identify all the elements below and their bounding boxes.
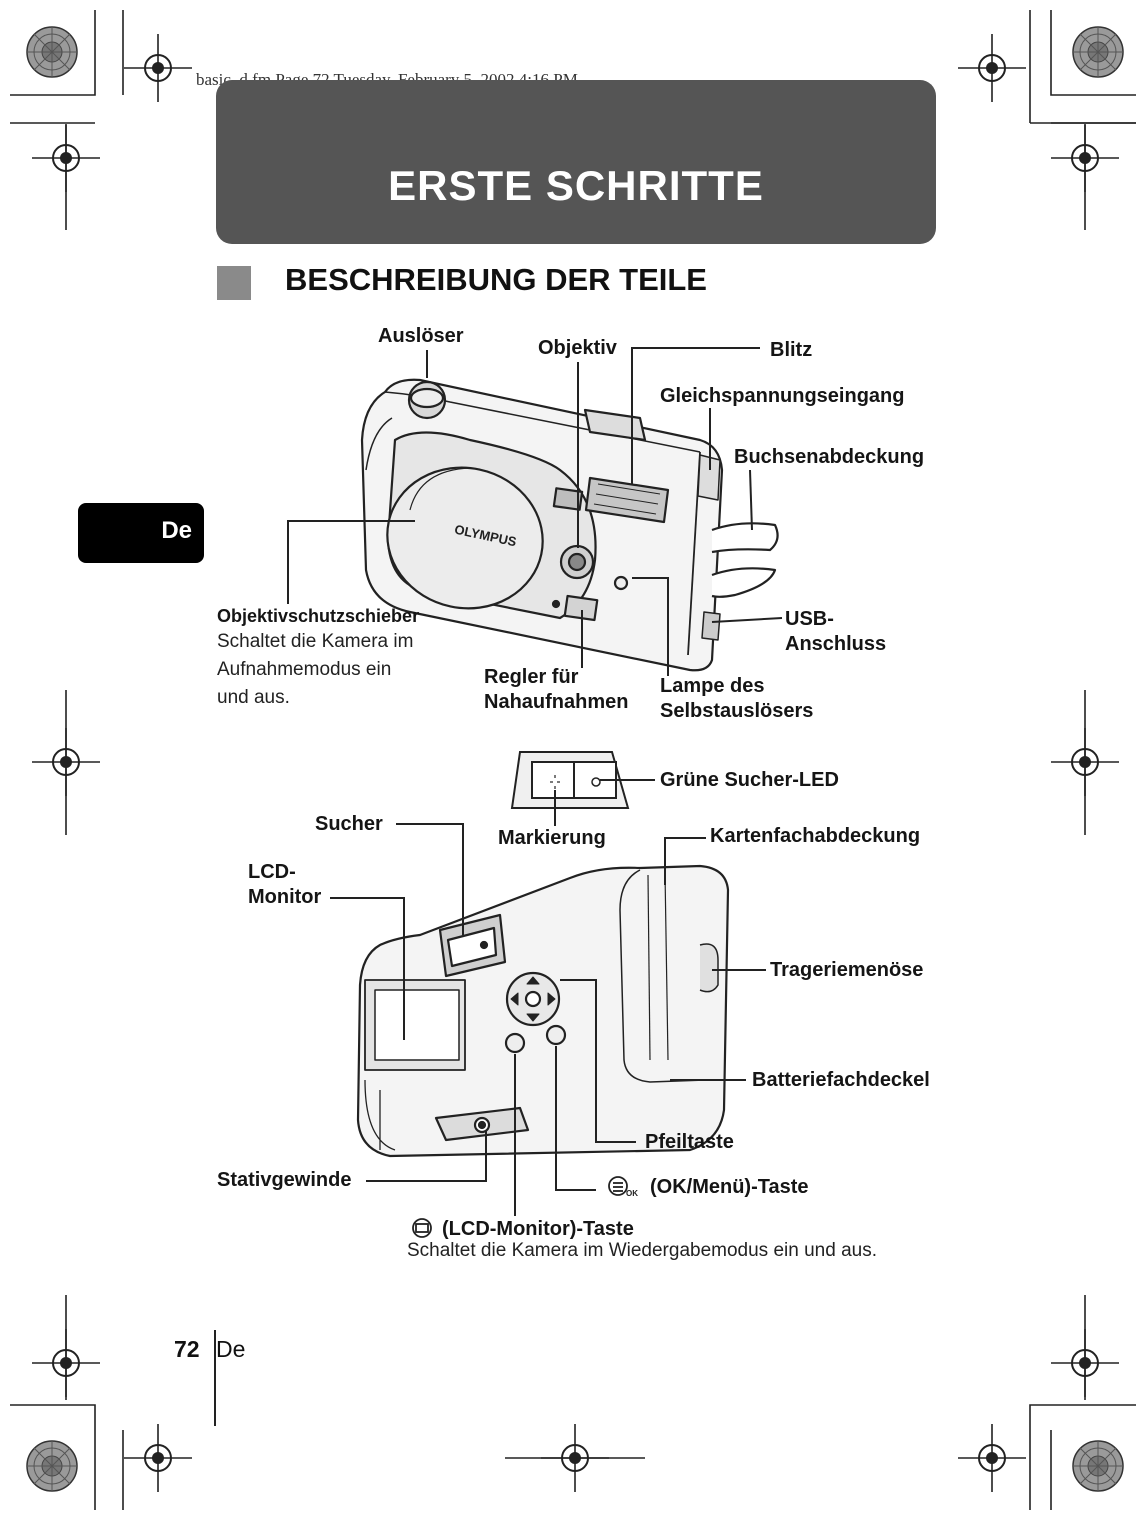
page-number: 72	[174, 1336, 200, 1362]
chapter-banner: ERSTE SCHRITTE	[216, 80, 936, 244]
section-marker	[217, 266, 251, 300]
label-strap-eyelet: Trageriemenöse	[770, 959, 924, 981]
color-target-icon	[26, 1440, 78, 1492]
front-callouts	[287, 347, 783, 676]
viewfinder-inset	[510, 751, 655, 826]
label-usb-1: USB-	[785, 608, 834, 630]
svg-text:OK: OK	[626, 1189, 638, 1198]
label-macro-2: Nahaufnahmen	[484, 691, 629, 713]
label-connector-cover: Buchsenabdeckung	[734, 446, 925, 468]
section-title: BESCHREIBUNG DER TEILE	[285, 262, 707, 297]
label-lcd-2: Monitor	[248, 886, 322, 908]
camera-front-drawing	[360, 378, 779, 672]
registration-mark-icon	[123, 33, 193, 103]
chapter-title: ERSTE SCHRITTE	[388, 162, 764, 209]
label-lcd-button: (LCD-Monitor)-Taste	[442, 1218, 634, 1240]
lens-barrier-desc-2: Aufnahmemodus ein	[217, 659, 392, 680]
label-ok-button: (OK/Menü)-Taste	[650, 1176, 809, 1198]
crop-marks	[10, 10, 1136, 1510]
lcd-monitor-icon	[412, 1218, 432, 1238]
page-language: De	[216, 1336, 246, 1362]
ok-menu-icon: OK	[608, 1176, 638, 1198]
label-lens-barrier: Objektivschutzschieber	[217, 606, 420, 626]
label-lcd-1: LCD-	[248, 861, 296, 883]
color-target-icon	[1072, 1440, 1124, 1492]
label-card-cover: Kartenfachabdeckung	[710, 825, 921, 847]
label-selftimer-2: Selbstauslösers	[660, 700, 814, 722]
color-target-icon	[26, 26, 78, 78]
footer-divider	[214, 1330, 216, 1426]
lens-barrier-desc-1: Schaltet die Kamera im	[217, 631, 414, 652]
label-flash: Blitz	[770, 339, 813, 361]
label-usb-2: Anschluss	[785, 633, 887, 655]
registration-mark-icon	[957, 33, 1027, 103]
language-tab: De	[78, 503, 204, 563]
label-arrow-pad: Pfeiltaste	[645, 1131, 734, 1153]
label-dc-in: Gleichspannungseingang	[660, 385, 905, 407]
lcd-button-desc: Schaltet die Kamera im Wiedergabemodus e…	[407, 1240, 877, 1261]
label-green-led: Grüne Sucher-LED	[660, 769, 839, 791]
label-macro-1: Regler für	[484, 666, 579, 688]
label-lens: Objektiv	[538, 337, 617, 359]
label-viewfinder: Sucher	[315, 813, 383, 835]
label-battery-cover: Batteriefachdeckel	[752, 1069, 930, 1091]
label-tripod: Stativgewinde	[217, 1169, 352, 1191]
registration-mark-icon	[123, 1423, 193, 1493]
back-callouts	[330, 823, 766, 1216]
language-tab-label: De	[161, 517, 192, 544]
label-marker: Markierung	[498, 827, 606, 849]
camera-back-drawing	[356, 864, 730, 1158]
lens-barrier-desc-3: und aus.	[217, 687, 290, 708]
color-target-icon	[1072, 26, 1124, 78]
registration-mark-icon	[957, 1423, 1027, 1493]
label-selftimer-1: Lampe des	[660, 675, 765, 697]
label-shutter: Auslöser	[378, 325, 464, 347]
